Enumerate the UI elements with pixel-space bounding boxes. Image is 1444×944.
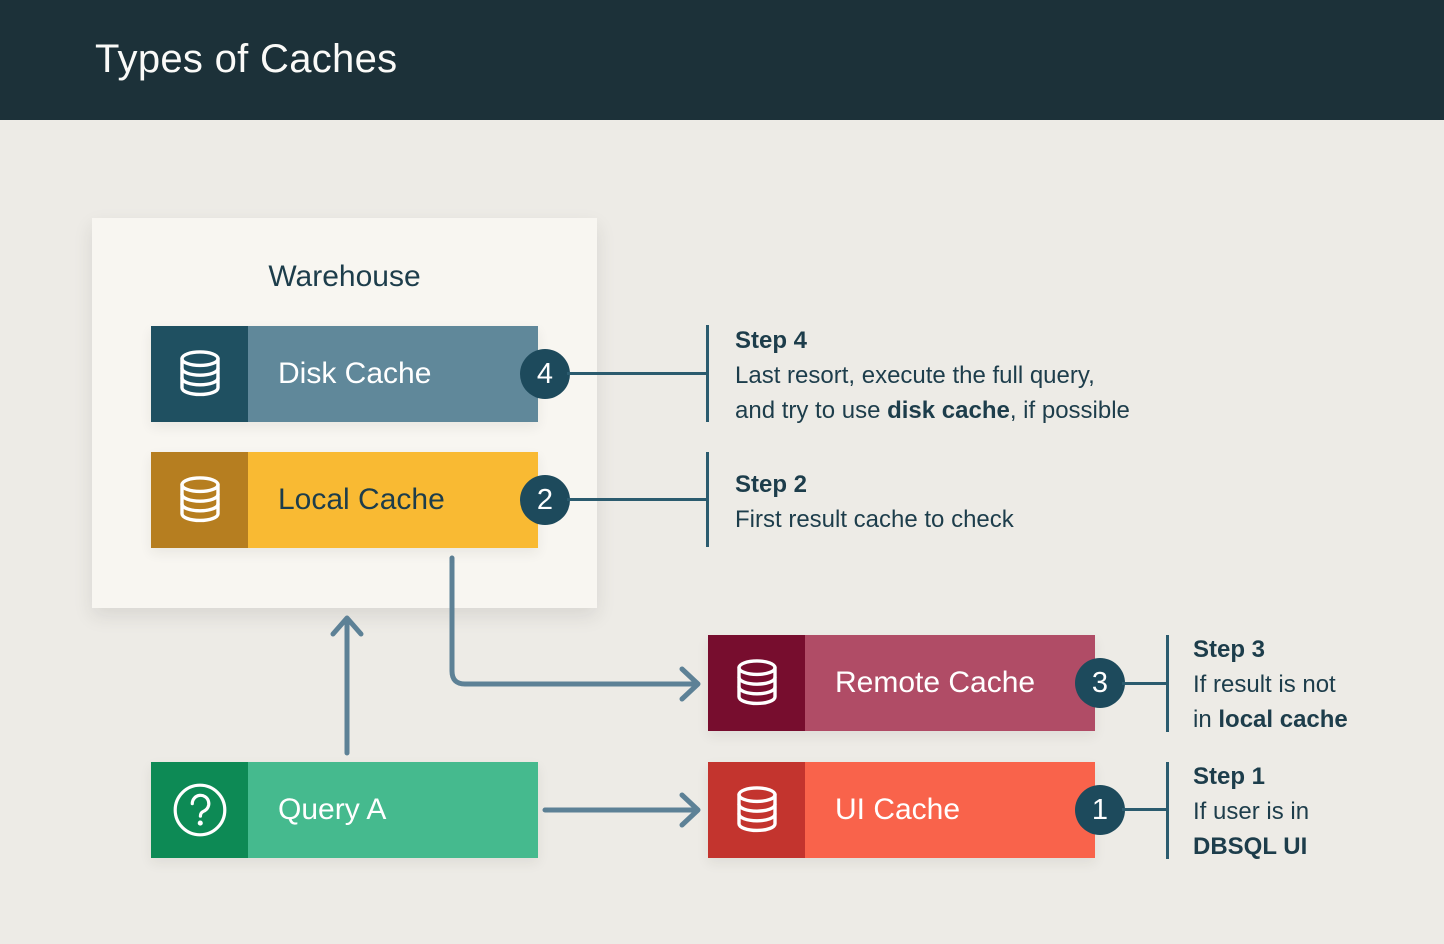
step-1-text: Step 1 If user is in DBSQL UI [1193,759,1433,864]
database-icon [151,452,248,548]
step-3-line1: If result is not [1193,671,1336,698]
disk-cache-node: Disk Cache 4 [151,326,570,422]
database-icon [708,762,805,858]
remote-cache-label: Remote Cache [805,635,1095,731]
step-2-rule [706,452,709,547]
step-1-rule [1166,762,1169,859]
database-icon [708,635,805,731]
remote-cache-node: Remote Cache 3 [708,635,1125,731]
header-bar: Types of Caches [0,0,1444,120]
step-4-text: Step 4 Last resort, execute the full que… [735,323,1215,428]
ui-cache-node: UI Cache 1 [708,762,1125,858]
question-icon [151,762,248,858]
database-icon [151,326,248,422]
up-arrow [330,615,364,756]
step-4-rule [706,325,709,422]
step-3-text: Step 3 If result is not in local cache [1193,632,1433,737]
step-2-connector [567,498,707,501]
right-arrow [542,792,701,828]
step-3-line2: in local cache [1193,706,1348,733]
step-2-line1: First result cache to check [735,506,1014,533]
query-a-node: Query A [151,762,538,858]
page-title: Types of Caches [95,37,398,81]
step-1-badge: 1 [1075,785,1125,835]
step-1-title: Step 1 [1193,763,1266,790]
ui-cache-label: UI Cache [805,762,1095,858]
step-4-title: Step 4 [735,327,808,354]
step-2-badge: 2 [520,475,570,525]
step-4-connector [567,372,707,375]
step-1-line2: DBSQL UI [1193,833,1308,860]
step-4-badge: 4 [520,349,570,399]
warehouse-label: Warehouse [268,260,421,293]
step-1-line1: If user is in [1193,798,1310,825]
query-a-label: Query A [248,762,538,858]
step-3-title: Step 3 [1193,636,1266,663]
step-4-line2: and try to use disk cache, if possible [735,397,1130,424]
local-cache-node: Local Cache 2 [151,452,570,548]
step-3-rule [1166,635,1169,732]
step-2-title: Step 2 [735,471,808,498]
step-1-connector [1122,808,1167,811]
disk-cache-label: Disk Cache [248,326,538,422]
local-cache-label: Local Cache [248,452,538,548]
step-3-connector [1122,682,1167,685]
step-4-line1: Last resort, execute the full query, [735,362,1095,389]
step-2-text: Step 2 First result cache to check [735,467,1215,537]
step-3-badge: 3 [1075,658,1125,708]
